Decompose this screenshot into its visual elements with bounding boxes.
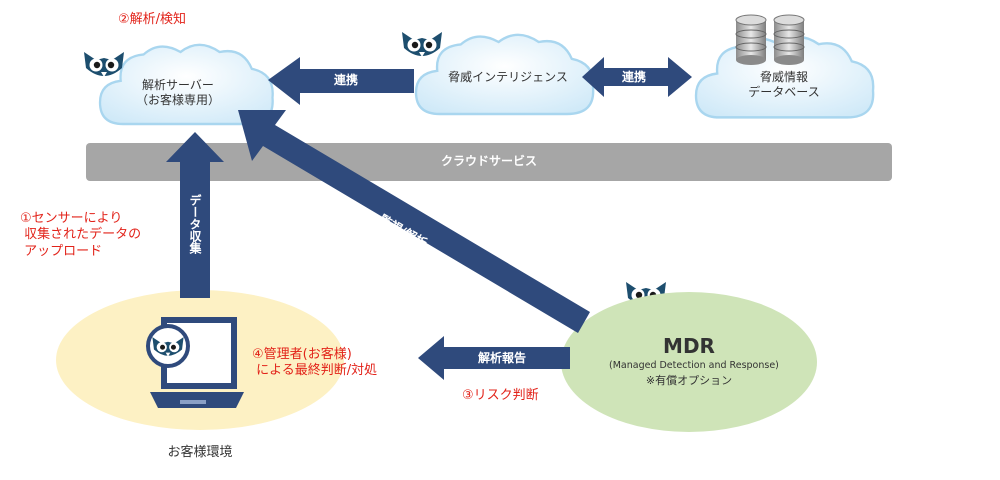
link-right-label: 連携: [622, 70, 647, 84]
step4-label: ④管理者(お客様) による最終判断/対処: [252, 347, 378, 379]
analysis-report-arrow: [418, 336, 570, 380]
threat-intelligence-label: 脅威インテリジェンス: [448, 70, 568, 84]
laptop-icon: [146, 317, 244, 408]
mdr-title: MDR: [663, 334, 715, 358]
step1-label: ①センサーにより 収集されたデータの アップロード: [20, 211, 142, 259]
data-collection-label: データ収集: [188, 194, 202, 254]
link-arrow-bidirectional: [582, 57, 692, 97]
threat-database-label: 脅威情報 データベース: [748, 70, 820, 99]
owl-logo-icon: [84, 52, 124, 77]
cloud-service-label: クラウドサービス: [440, 154, 537, 168]
database-icon: [735, 14, 805, 65]
data-collection-arrow: [166, 132, 224, 298]
step2-label: ②解析/検知: [118, 12, 187, 27]
owl-logo-icon: [402, 32, 442, 57]
analysis-server-label: 解析サーバー （お客様専用）: [135, 78, 220, 107]
step3-label: ③リスク判断: [462, 388, 539, 403]
mdr-subtitle: (Managed Detection and Response): [609, 360, 779, 371]
customer-environment-label: お客様環境: [167, 445, 233, 460]
mdr-note: ※有償オプション: [645, 374, 733, 387]
link-arrow-left: [268, 57, 414, 105]
analysis-report-label: 解析報告: [478, 351, 527, 365]
monitoring-arrow: [238, 110, 590, 333]
link-left-label: 連携: [334, 73, 359, 87]
mdr-ellipse: [561, 292, 817, 432]
